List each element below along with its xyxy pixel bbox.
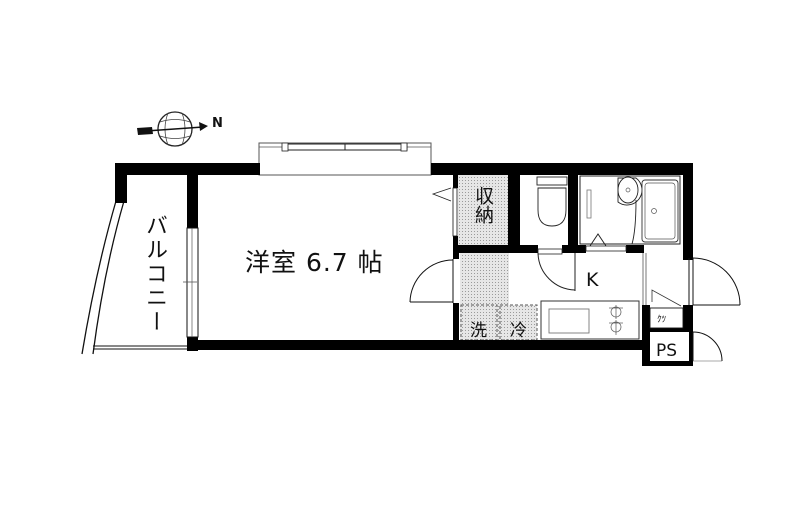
kitchen-counter (540, 300, 640, 340)
room-label-balcony: バルコニー (142, 214, 167, 334)
storage-door (431, 187, 458, 237)
entrance (642, 253, 684, 329)
sliding-window (258, 142, 432, 176)
storage-hatch (458, 175, 508, 245)
ps-door[interactable] (692, 331, 723, 362)
entrance-door[interactable] (688, 257, 741, 306)
compass-north-label: N (212, 116, 223, 131)
label-fridge: 冷 (510, 321, 527, 341)
label-pipe-space: PS (656, 341, 678, 361)
room-label-western: 洋室 6.7 帖 (245, 248, 384, 277)
room-door[interactable] (409, 259, 454, 303)
room-label-storage: 収納 (472, 186, 494, 224)
fridge-area-hatch (497, 305, 537, 340)
walls (115, 163, 693, 366)
washer-space (460, 304, 498, 341)
stove-burner-icon (609, 305, 623, 335)
compass-rose-icon (137, 111, 208, 147)
balcony-railing (81, 200, 188, 355)
label-washer: 洗 (470, 321, 487, 341)
unit-bath (579, 175, 681, 252)
toilet-door[interactable] (537, 248, 576, 291)
room-label-kitchen: K (586, 269, 599, 291)
toilet-icon (536, 176, 568, 227)
label-shoe-cabinet: ｸﾂ (657, 315, 667, 325)
room-side-window (183, 227, 199, 338)
